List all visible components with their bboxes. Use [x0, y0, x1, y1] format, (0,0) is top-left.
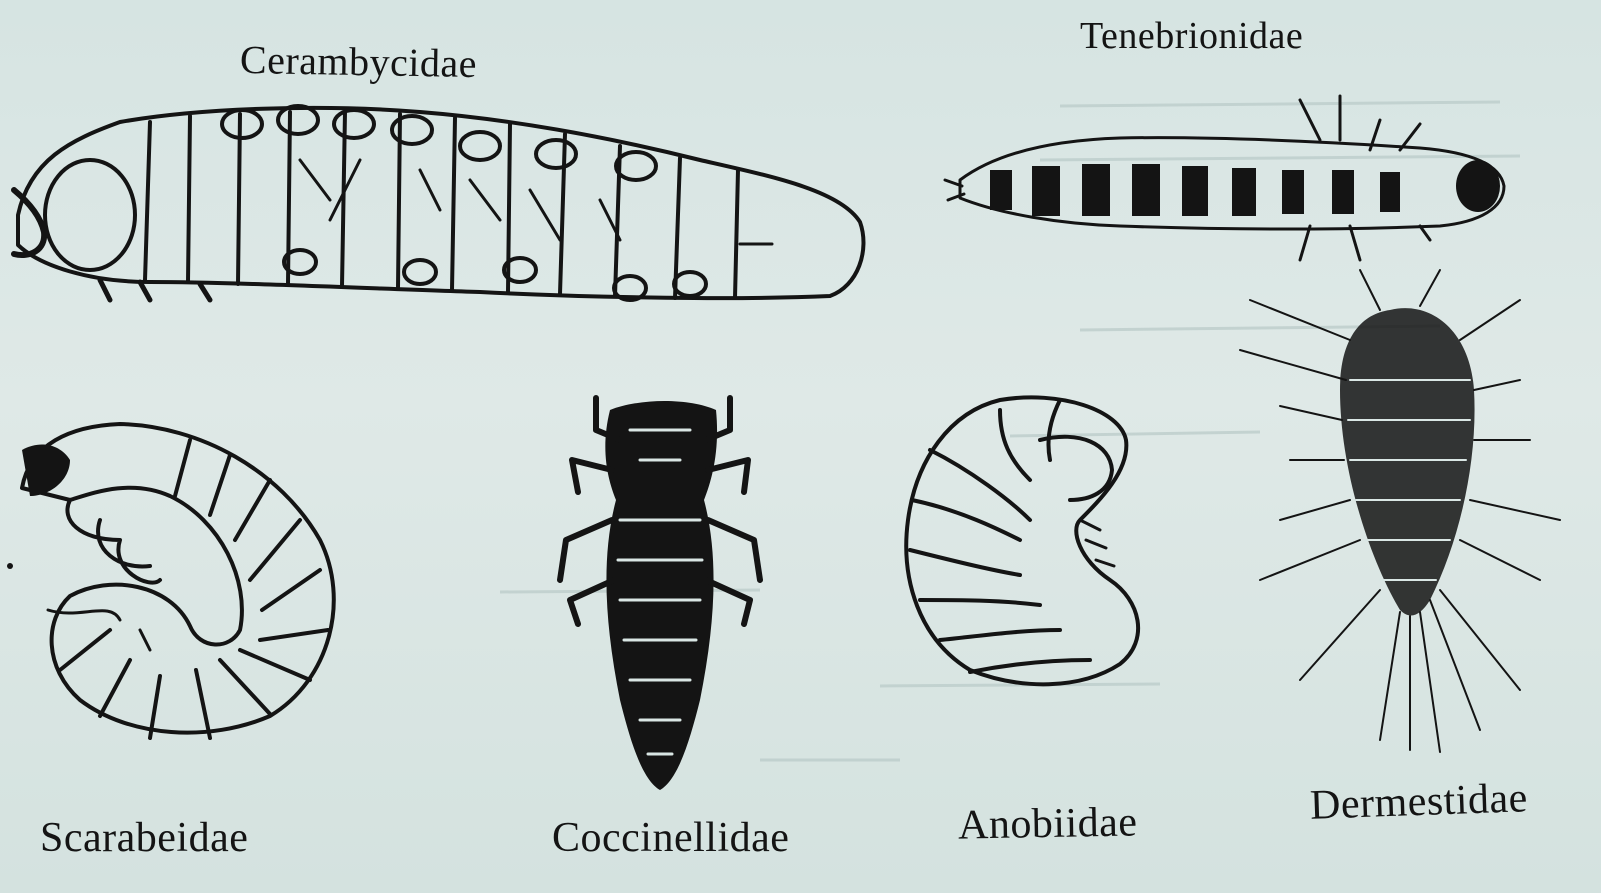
tenebrionidae-larva: [945, 96, 1504, 260]
label-cerambycidae: Cerambycidae: [240, 36, 478, 87]
label-anobiidae: Anobiidae: [958, 798, 1138, 849]
coccinellidae-larva: [560, 398, 760, 790]
label-dermestidae: Dermestidae: [1309, 774, 1528, 830]
scarabeidae-larva: [7, 424, 334, 738]
label-scarabeidae: Scarabeidae: [40, 814, 248, 862]
label-coccinellidae: Coccinellidae: [552, 814, 789, 862]
cerambycidae-larva: [14, 106, 863, 300]
label-tenebrionidae: Tenebrionidae: [1080, 14, 1303, 58]
dermestidae-larva: [1240, 270, 1560, 752]
anobiidae-larva: [906, 397, 1138, 684]
